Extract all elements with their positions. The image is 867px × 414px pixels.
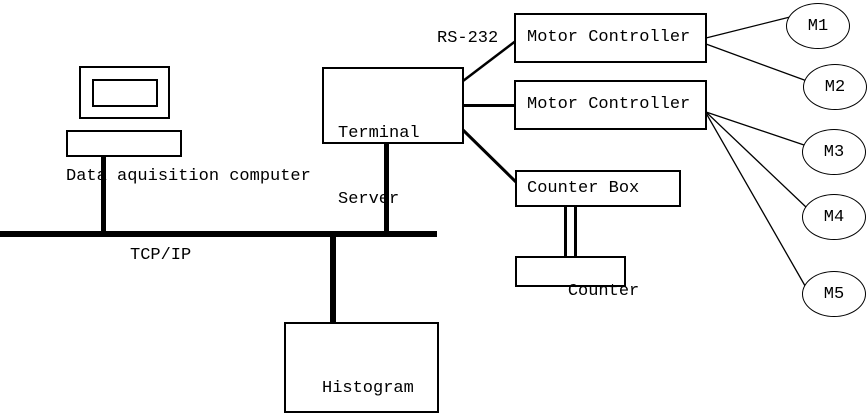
computer-screen-icon — [92, 79, 158, 107]
motor-m5-node: M5 — [802, 271, 866, 317]
motor-controller-1-node: Motor Controller — [514, 13, 707, 63]
edge-terminal-server-to-counter-box — [461, 128, 520, 186]
motor-m4-node: M4 — [802, 194, 866, 240]
counter-box-node: Counter Box — [515, 170, 681, 207]
counter-box-label: Counter Box — [527, 178, 640, 198]
edge-motor-controller-1-to-m1 — [705, 16, 791, 39]
terminal-server-node: Terminal Server — [322, 67, 464, 209]
rs232-link-label: RS-232 — [437, 29, 499, 48]
motor-m1-label: M1 — [807, 16, 829, 36]
histogram-memory-label-line1: Histogram — [322, 379, 414, 398]
motor-controller-2-node: Motor Controller — [514, 80, 707, 130]
edge-motor-controller-2-to-m3 — [705, 111, 808, 147]
edge-motor-controller-2-to-m5 — [705, 112, 809, 292]
counter-label: Counter — [567, 282, 640, 301]
terminal-server-label-line1: Terminal — [338, 124, 420, 143]
motor-m4-label: M4 — [823, 207, 845, 227]
motor-controller-2-label: Motor Controller — [527, 95, 691, 114]
motor-m3-label: M3 — [823, 142, 845, 162]
motor-m2-node: M2 — [803, 64, 867, 110]
histogram-memory-node: Histogram Memory — [284, 322, 439, 413]
edge-motor-controller-1-to-m2 — [705, 43, 808, 82]
motor-m5-label: M5 — [823, 284, 845, 304]
edge-motor-controller-2-to-m4 — [705, 111, 808, 209]
terminal-server-label-line2: Server — [338, 190, 400, 209]
counter-node: Counter — [515, 256, 639, 301]
motor-m1-node: M1 — [786, 3, 850, 49]
motor-controller-1-label: Motor Controller — [527, 28, 691, 47]
tcpip-bus-label: TCP/IP — [130, 246, 192, 265]
computer-caption-label: Data aquisition computer — [66, 167, 311, 186]
motor-m3-node: M3 — [802, 129, 866, 175]
computer-base-icon — [66, 130, 182, 157]
motor-m2-label: M2 — [824, 77, 846, 97]
